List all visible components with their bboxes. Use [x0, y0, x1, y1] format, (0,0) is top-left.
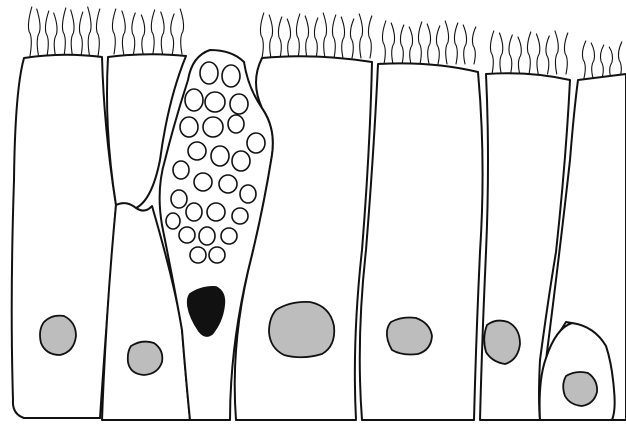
cilium — [132, 13, 135, 54]
cilium — [564, 33, 567, 74]
vesicle — [211, 146, 229, 166]
cilium — [287, 19, 290, 58]
vesicle — [179, 227, 195, 243]
cilium — [314, 18, 317, 58]
cilium — [591, 43, 594, 78]
vesicle — [188, 142, 206, 160]
cilium — [368, 16, 371, 58]
cilium — [400, 25, 403, 64]
cilium — [269, 15, 272, 58]
cilium — [600, 45, 603, 78]
vesicle — [232, 151, 250, 171]
cilium — [171, 14, 174, 54]
vesicle — [199, 227, 215, 245]
cilium — [332, 15, 335, 58]
vesicle — [222, 65, 240, 87]
cilium — [454, 23, 457, 64]
cilium — [582, 41, 585, 78]
cilium — [490, 31, 493, 74]
nucleus — [128, 342, 163, 375]
cilium — [472, 27, 475, 64]
nucleus — [269, 302, 334, 357]
cilium — [499, 33, 502, 74]
vesicle — [221, 228, 237, 244]
cilium — [463, 25, 466, 64]
cilium — [122, 11, 125, 54]
cilium — [62, 8, 65, 56]
cilium — [436, 26, 439, 64]
vesicle — [219, 175, 237, 193]
vesicle — [207, 203, 225, 221]
cilium — [96, 9, 99, 56]
cilium — [341, 17, 344, 58]
vesicle — [173, 161, 189, 179]
nucleus — [387, 318, 432, 355]
cilium — [112, 9, 115, 54]
cilium — [54, 13, 57, 56]
cilium — [71, 10, 74, 56]
vesicle — [186, 203, 202, 221]
vesicle — [180, 117, 198, 137]
cilium — [88, 7, 91, 56]
cilium — [260, 13, 263, 58]
cilium — [418, 22, 421, 64]
cilium — [546, 36, 549, 74]
columnar-cell-4 — [360, 63, 483, 420]
cilium — [350, 19, 353, 58]
vesicle — [166, 213, 180, 229]
cilium — [527, 32, 530, 74]
cilium — [555, 31, 558, 74]
cilium — [180, 9, 183, 54]
cilium — [79, 12, 82, 56]
vesicle — [232, 208, 248, 224]
cilium — [305, 16, 308, 58]
vesicle — [209, 247, 225, 263]
nucleus — [484, 321, 520, 364]
cilium — [141, 15, 144, 54]
cell-layer — [12, 50, 626, 420]
vesicle — [185, 89, 203, 111]
vesicle — [190, 247, 206, 263]
cilium — [427, 24, 430, 64]
cilium — [409, 27, 412, 64]
vesicle — [194, 173, 212, 191]
columnar-cell-1 — [12, 55, 116, 418]
cilium — [382, 21, 385, 64]
vesicle — [247, 133, 265, 153]
nucleus — [40, 316, 76, 355]
cilium — [323, 13, 326, 58]
cilium — [359, 14, 362, 58]
cilium — [536, 34, 539, 74]
cilium — [278, 17, 281, 58]
cilium — [151, 10, 154, 54]
cilium — [28, 7, 31, 56]
cilium — [161, 12, 164, 54]
vesicle — [240, 185, 256, 203]
cilium — [518, 37, 521, 74]
cilium — [618, 42, 621, 78]
vesicle — [203, 117, 223, 137]
vesicle — [205, 92, 225, 112]
cilium — [509, 35, 512, 74]
vesicle — [200, 62, 218, 84]
cilium — [609, 47, 612, 78]
cilium — [37, 9, 40, 56]
vesicle — [228, 115, 244, 133]
cilium — [445, 21, 448, 64]
cilium — [296, 14, 299, 58]
vesicle — [230, 94, 248, 114]
vesicle — [171, 190, 187, 208]
nucleus — [563, 372, 597, 406]
cilium — [391, 23, 394, 64]
cilium — [45, 11, 48, 56]
